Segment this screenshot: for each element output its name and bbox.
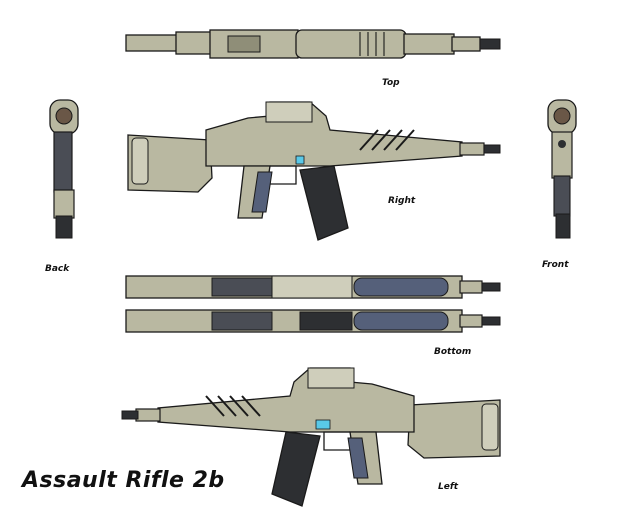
back-view (49, 99, 79, 239)
left-view-label: Left (438, 482, 459, 492)
top-view (125, 29, 501, 59)
bottom-view-label: Bottom (434, 347, 472, 357)
top-view-label: Top (382, 78, 400, 88)
left-vents (205, 395, 261, 417)
top-vents (359, 32, 385, 56)
page-title: Assault Rifle 2b (22, 468, 225, 493)
front-view-label: Front (542, 260, 569, 270)
back-view-label: Back (45, 264, 70, 274)
left-view (121, 367, 501, 507)
right-view (127, 101, 501, 241)
right-vents (359, 129, 415, 151)
bottom-view (125, 275, 501, 333)
right-view-label: Right (388, 196, 416, 206)
front-view (547, 99, 577, 239)
